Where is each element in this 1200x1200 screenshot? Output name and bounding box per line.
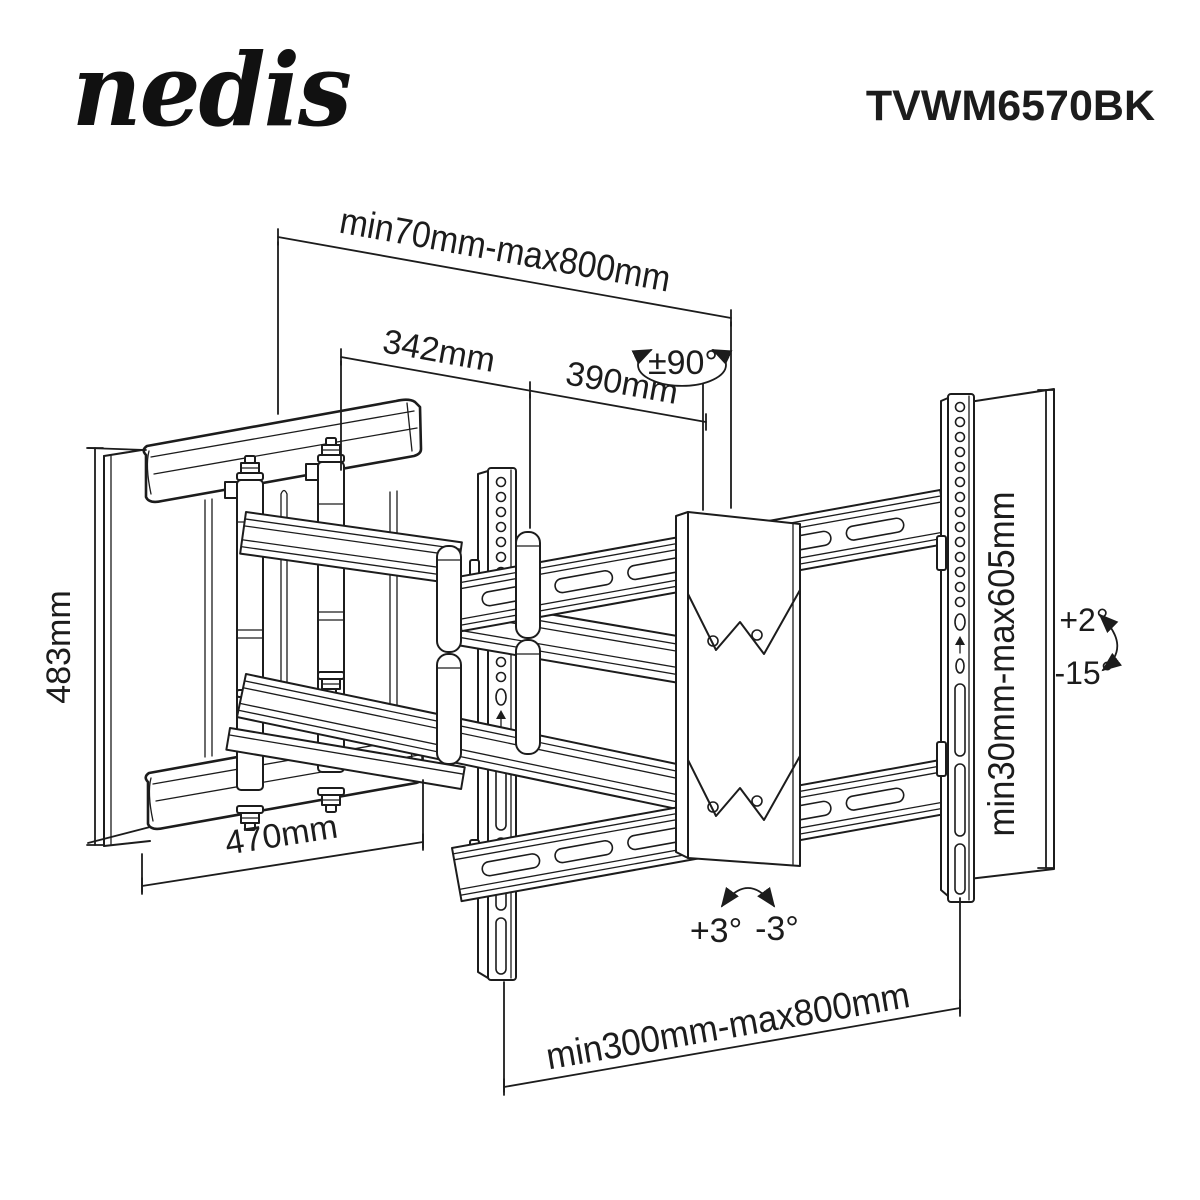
brand-logo: nedis <box>72 31 351 149</box>
tilt-rotation-arc <box>1098 613 1122 672</box>
alignment-arrow-icon <box>496 710 506 719</box>
dimension-lines <box>86 228 1122 1096</box>
swivel-rotation-arc <box>631 349 733 387</box>
level-rotation-arc <box>720 886 776 908</box>
vesa-holes-right <box>954 401 966 895</box>
alignment-arrow-icon <box>955 636 965 645</box>
label-level-adjust-right: -3° <box>755 910 799 948</box>
product-code: TVWM6570BK <box>866 82 1155 130</box>
arm-upper-segment-wall <box>239 511 463 585</box>
label-tilt-up: +2° <box>1059 602 1108 638</box>
label-arm-segment-front: 342mm <box>380 322 498 379</box>
label-extension-span: min70mm-max800mm <box>337 200 674 300</box>
label-vertical-rail-span: min30mm-max605mm <box>981 492 1022 837</box>
arm-lower-support <box>225 727 466 790</box>
tv-panel-outline <box>942 388 1055 883</box>
label-swivel-range: ±90° <box>648 344 718 382</box>
label-level-adjust-left: +3° <box>690 912 742 950</box>
vesa-strip-right <box>936 393 975 903</box>
label-tilt-down: -15° <box>1054 655 1113 691</box>
label-wall-bracket-height: 483mm <box>40 590 78 703</box>
pivot-cylinders <box>436 531 541 765</box>
center-bracket <box>675 511 801 867</box>
header: nedis TVWM6570BK <box>72 31 1155 149</box>
wall-beam-top <box>142 398 423 504</box>
